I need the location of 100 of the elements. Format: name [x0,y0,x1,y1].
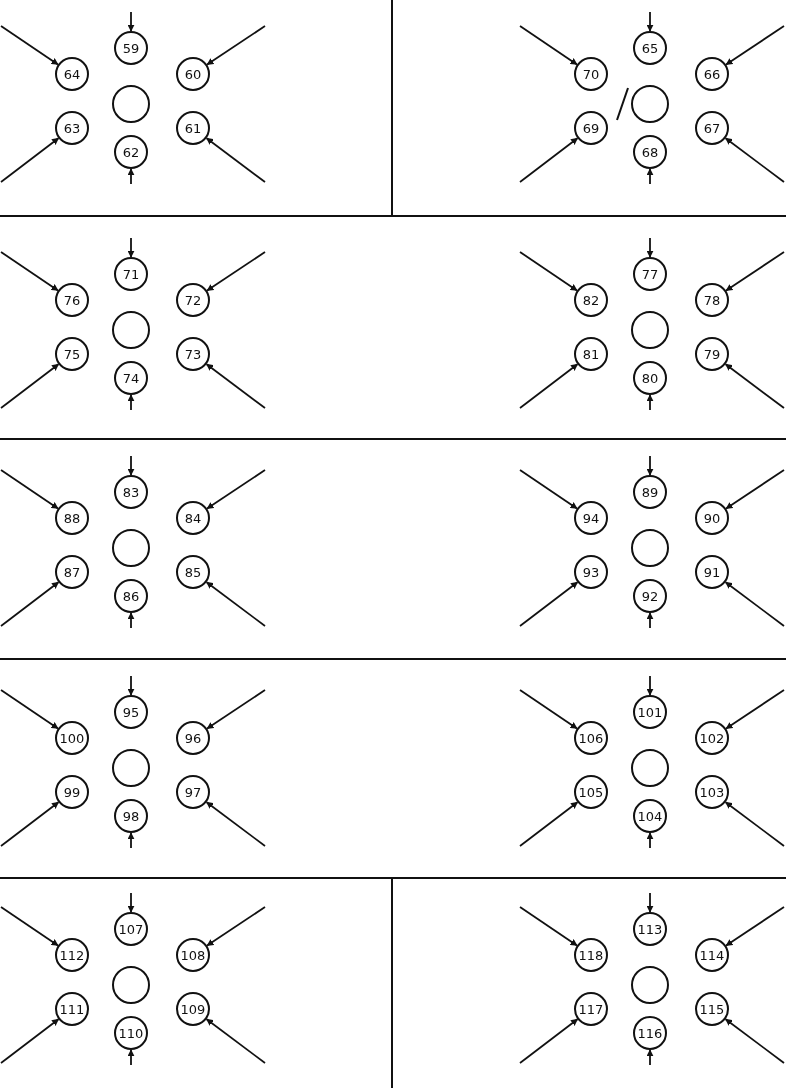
numbered-circle: 110 [114,1016,148,1050]
arrow [127,455,135,476]
numbered-circle: 61 [176,111,210,145]
arrow [724,1018,785,1064]
arrow [205,363,266,409]
arrow [646,892,654,913]
empty-circle [631,311,669,349]
arrow [646,11,654,32]
empty-circle [112,749,150,787]
numbered-circle: 62 [114,135,148,169]
numbered-circle: 78 [695,283,729,317]
arrow [205,137,266,183]
numbered-circle: 118 [574,938,608,972]
empty-circle [112,85,150,123]
arrow [725,251,785,292]
arrow [205,581,266,627]
empty-circle [631,966,669,1004]
numbered-circle: 88 [55,501,89,535]
arrow [0,137,60,183]
arrow [519,363,579,409]
numbered-circle: 92 [633,579,667,613]
arrow [205,801,266,847]
arrow [127,1049,135,1066]
arrow [646,1049,654,1066]
arrow [519,251,578,292]
numbered-circle: 83 [114,475,148,509]
arrow [724,137,785,183]
numbered-circle: 117 [574,992,608,1026]
arrow [725,25,785,66]
empty-circle [631,749,669,787]
numbered-circle: 72 [176,283,210,317]
numbered-circle: 105 [574,775,608,809]
arrow [127,237,135,258]
arrow [127,394,135,411]
numbered-circle: 113 [633,912,667,946]
arrow [646,455,654,476]
numbered-circle: 71 [114,257,148,291]
arrow [206,251,266,292]
numbered-circle: 73 [176,337,210,371]
arrow [0,801,60,847]
numbered-circle: 101 [633,695,667,729]
arrow [646,832,654,849]
numbered-circle: 99 [55,775,89,809]
arrow [127,11,135,32]
numbered-circle: 69 [574,111,608,145]
arrow [0,251,59,292]
numbered-circle: 77 [633,257,667,291]
numbered-circle: 112 [55,938,89,972]
arrow [725,906,785,947]
numbered-circle: 114 [695,938,729,972]
arrow [205,1018,266,1064]
arrow [0,1018,60,1064]
numbered-circle: 80 [633,361,667,395]
numbered-circle: 64 [55,57,89,91]
numbered-circle: 93 [574,555,608,589]
numbered-circle: 67 [695,111,729,145]
arrow [725,469,785,510]
arrow [519,689,578,730]
numbered-circle: 85 [176,555,210,589]
numbered-circle: 97 [176,775,210,809]
numbered-circle: 68 [633,135,667,169]
numbered-circle: 100 [55,721,89,755]
numbered-circle: 98 [114,799,148,833]
arrow [646,675,654,696]
numbered-circle: 94 [574,501,608,535]
numbered-circle: 115 [695,992,729,1026]
numbered-circle: 74 [114,361,148,395]
arrow [646,612,654,629]
arrow [646,168,654,185]
empty-circle [631,529,669,567]
numbered-circle: 76 [55,283,89,317]
numbered-circle: 116 [633,1016,667,1050]
arrow [206,689,266,730]
numbered-circle: 107 [114,912,148,946]
numbered-circle: 70 [574,57,608,91]
arrow [127,612,135,629]
arrow [724,363,785,409]
numbered-circle: 87 [55,555,89,589]
empty-circle [112,966,150,1004]
arrow [206,469,266,510]
arrow [206,25,266,66]
arrow [0,363,60,409]
empty-circle [112,529,150,567]
numbered-circle: 60 [176,57,210,91]
numbered-circle: 65 [633,31,667,65]
arrow [0,25,59,66]
numbered-circle: 111 [55,992,89,1026]
numbered-circle: 81 [574,337,608,371]
arrow [646,237,654,258]
numbered-circle: 103 [695,775,729,809]
arrow [206,906,266,947]
arrow [519,801,579,847]
arrow [0,581,60,627]
arrow [724,801,785,847]
numbered-circle: 95 [114,695,148,729]
arrow [519,1018,579,1064]
empty-circle [112,311,150,349]
arrow [646,394,654,411]
arrow [0,689,59,730]
numbered-circle: 79 [695,337,729,371]
